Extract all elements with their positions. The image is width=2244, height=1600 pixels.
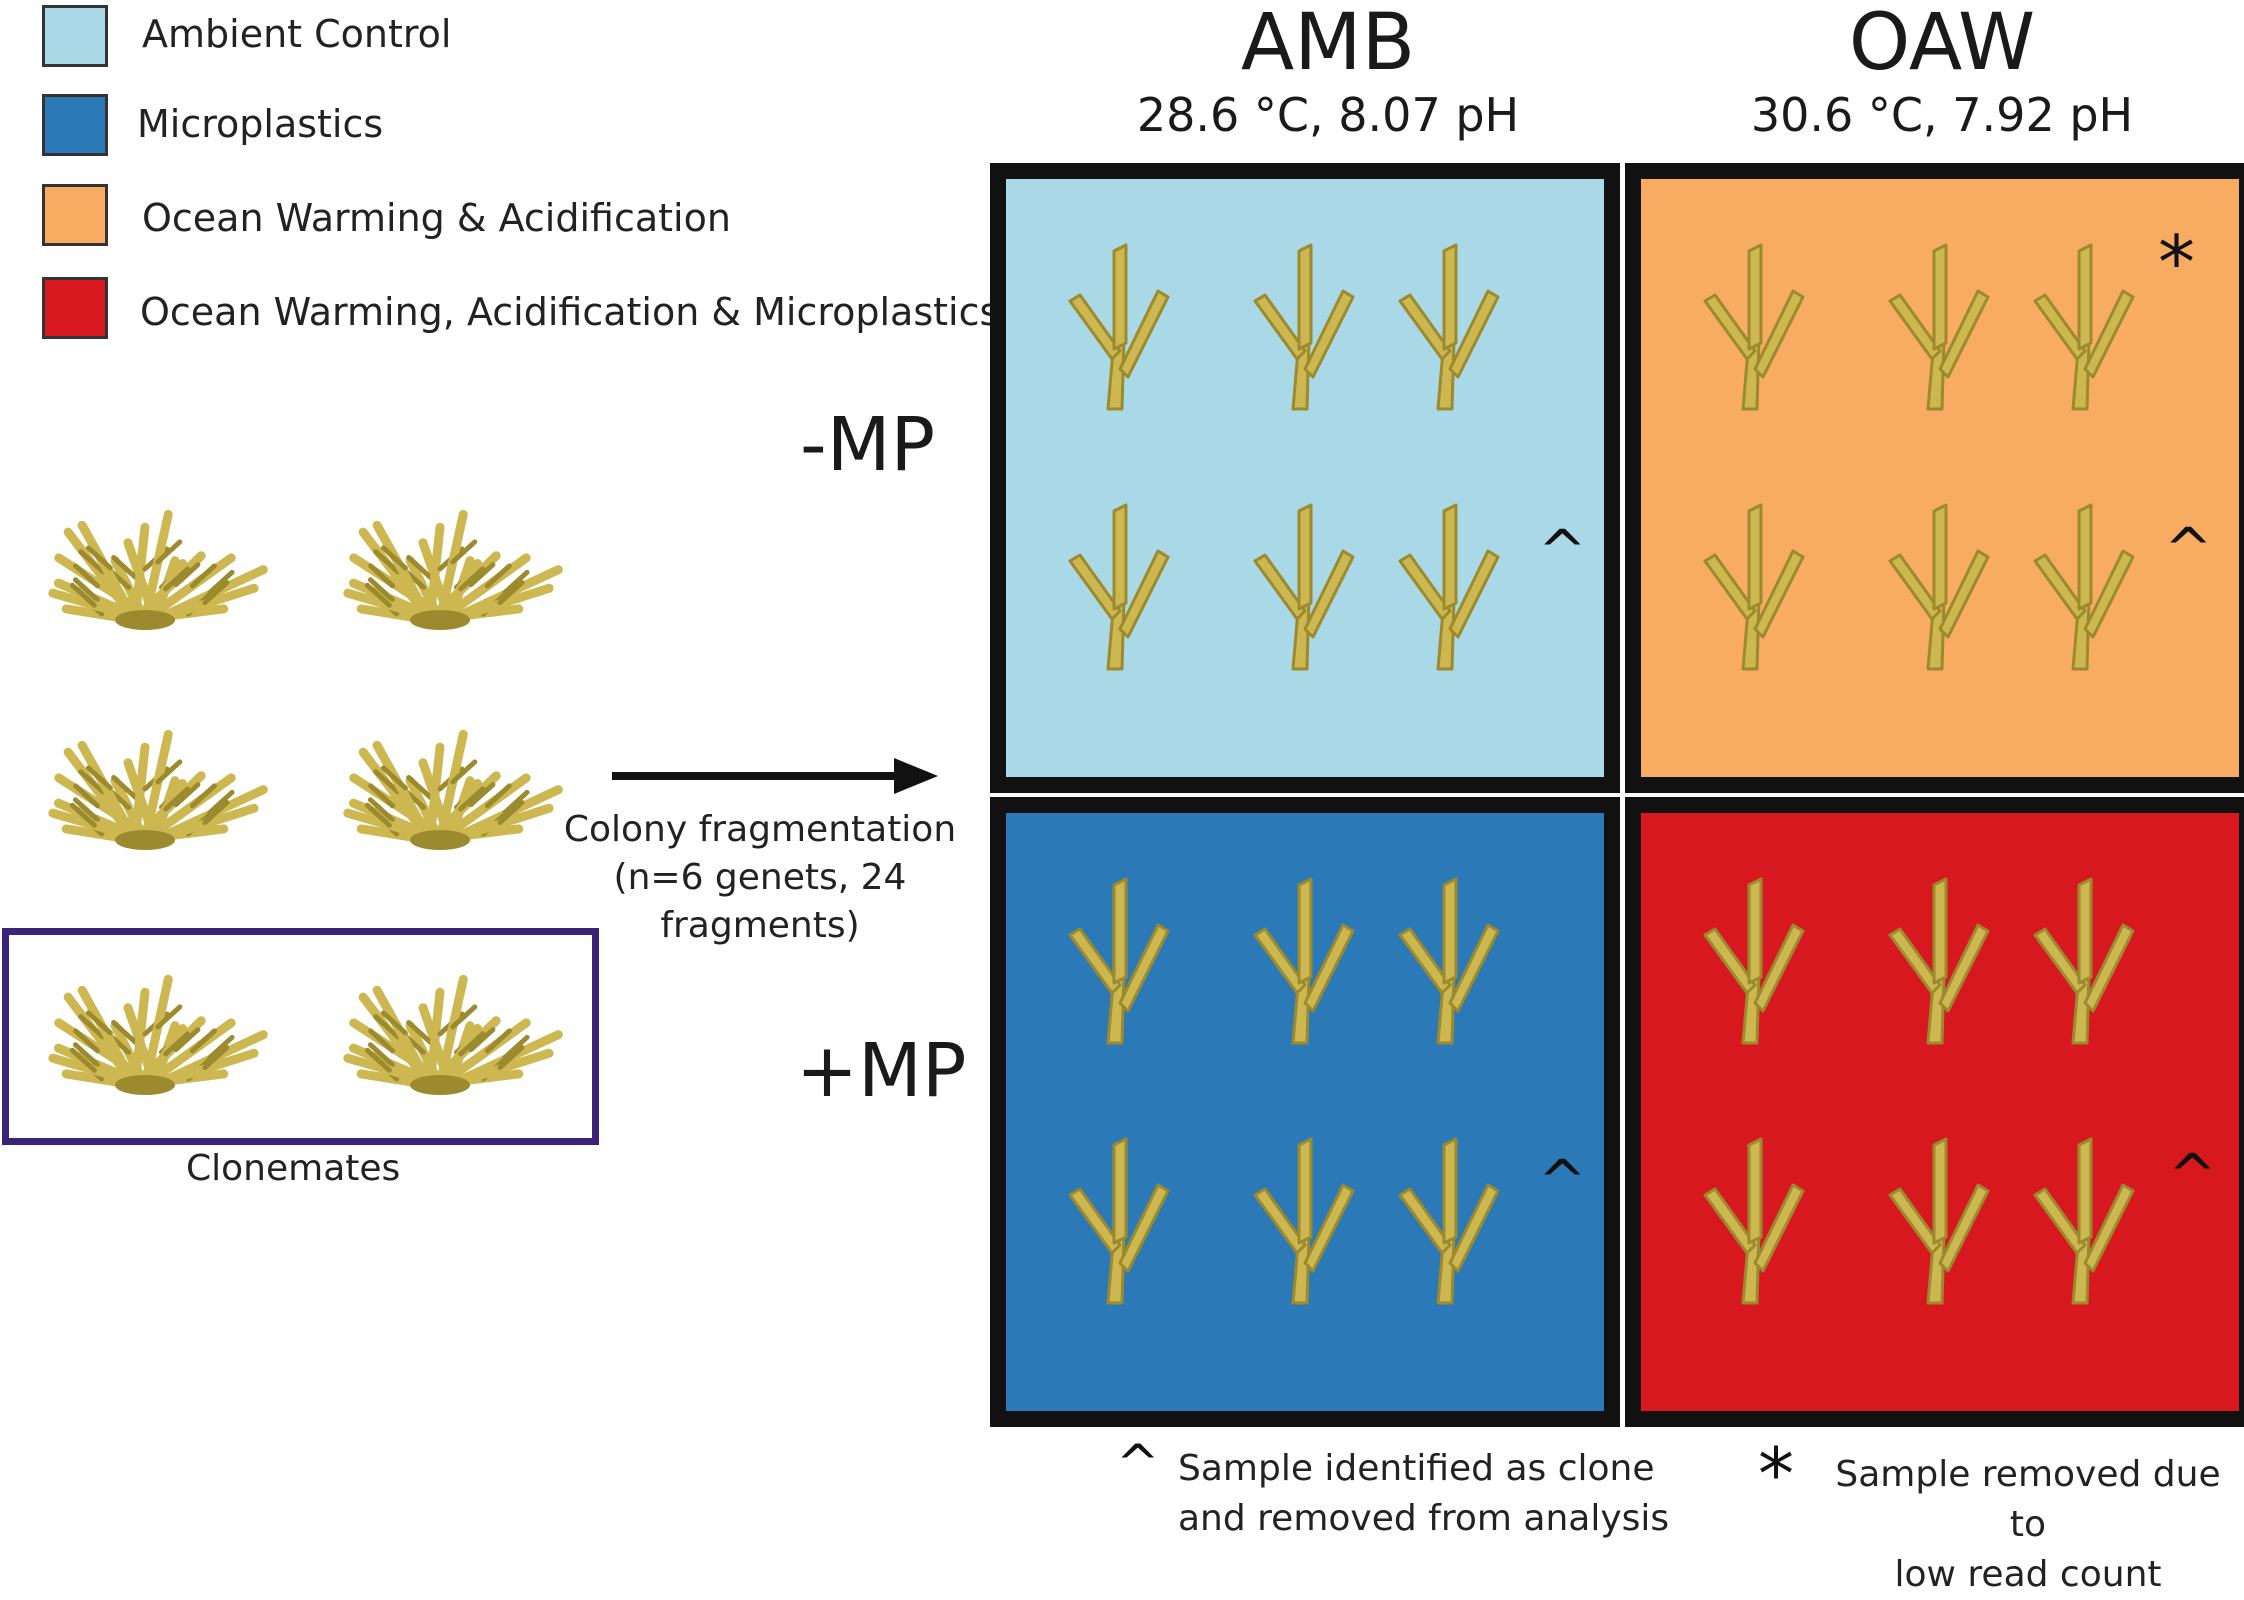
legend-swatch-ambient [42, 5, 108, 67]
column-conditions-amb: 28.6 °C, 8.07 pH [1136, 88, 1520, 142]
clonemates-box [2, 928, 599, 1145]
tank-oaw-mp [1625, 797, 2244, 1427]
clone-mark: ^ [1538, 1147, 1587, 1215]
coral-fragment [2033, 877, 2135, 1045]
coral-fragment [1703, 877, 1805, 1045]
fragments [1068, 243, 1500, 671]
fragments [1068, 877, 1500, 1305]
note-clone: Sample identified as clone and removed f… [1178, 1444, 1669, 1544]
coral-fragment [2033, 1137, 2135, 1305]
clone-mark: ^ [2164, 515, 2213, 583]
legend-swatch-oaw [42, 184, 108, 246]
coral-fragment [1253, 1137, 1355, 1305]
coral-fragment [1398, 1137, 1500, 1305]
row-label-minus-mp: -MP [800, 402, 936, 488]
column-title-oaw: OAW [1848, 0, 2036, 88]
tank-oaw-no-mp [1625, 163, 2244, 793]
fragmentation-caption: Colony fragmentation (n=6 genets, 24 fra… [550, 806, 970, 950]
note-clone-line1: Sample identified as clone [1178, 1448, 1655, 1489]
coral-fragment [1703, 1137, 1805, 1305]
note-low-read: Sample removed due to low read count [1812, 1450, 2244, 1600]
tank-amb-no-mp [990, 163, 1620, 793]
legend-swatch-microplastics [42, 94, 108, 156]
legend-swatch-oaw-mp [42, 277, 108, 339]
legend-label-microplastics: Microplastics [137, 102, 384, 146]
tank-amb-mp [990, 797, 1620, 1427]
clone-mark: ^ [2168, 1141, 2217, 1209]
coral-fragment [1888, 1137, 1990, 1305]
source-colonies [48, 509, 563, 1095]
coral-fragment [1253, 243, 1355, 411]
coral-colony [343, 509, 563, 630]
coral-colony [48, 509, 268, 630]
note-clone-symbol: ^ [1116, 1434, 1160, 1494]
coral-fragment [1888, 877, 1990, 1045]
coral-fragment [1068, 243, 1170, 411]
fragments [1703, 877, 2135, 1305]
note-clone-line2: and removed from analysis [1178, 1498, 1670, 1539]
legend-label-oaw: Ocean Warming & Acidification [142, 196, 731, 240]
column-conditions-oaw: 30.6 °C, 7.92 pH [1750, 88, 2134, 142]
clonemates-label: Clonemates [186, 1148, 401, 1189]
coral-colony [48, 974, 268, 1095]
column-title-amb: AMB [1240, 0, 1416, 88]
coral-fragment [1398, 503, 1500, 671]
coral-fragment [2033, 503, 2135, 671]
legend-label-ambient: Ambient Control [142, 12, 452, 56]
note-low-read-line2: low read count [1894, 1554, 2162, 1595]
coral-fragment [1253, 503, 1355, 671]
coral-fragment [1068, 503, 1170, 671]
coral-fragment [1068, 877, 1170, 1045]
coral-colony [48, 729, 268, 850]
coral-fragment [1703, 243, 1805, 411]
low-read-mark: * [2158, 220, 2195, 306]
coral-fragment [1888, 243, 1990, 411]
coral-colony [343, 974, 563, 1095]
coral-fragment [1888, 503, 1990, 671]
coral-fragment [1398, 877, 1500, 1045]
fragments [1703, 243, 2135, 671]
note-low-read-symbol: * [1758, 1432, 1794, 1516]
clone-mark: ^ [1538, 517, 1587, 585]
coral-fragment [1703, 503, 1805, 671]
fragmentation-caption-line1: Colony fragmentation [563, 809, 957, 850]
row-label-plus-mp: +MP [796, 1028, 967, 1114]
coral-fragment [1398, 243, 1500, 411]
legend-label-oaw-mp: Ocean Warming, Acidification & Microplas… [140, 290, 1000, 334]
fragmentation-arrow [612, 758, 938, 794]
fragmentation-caption-line2: (n=6 genets, 24 fragments) [613, 857, 907, 946]
note-low-read-line1: Sample removed due to [1835, 1454, 2221, 1545]
coral-colony [343, 729, 563, 850]
coral-fragment [1253, 877, 1355, 1045]
coral-fragment [2033, 243, 2135, 411]
coral-fragment [1068, 1137, 1170, 1305]
